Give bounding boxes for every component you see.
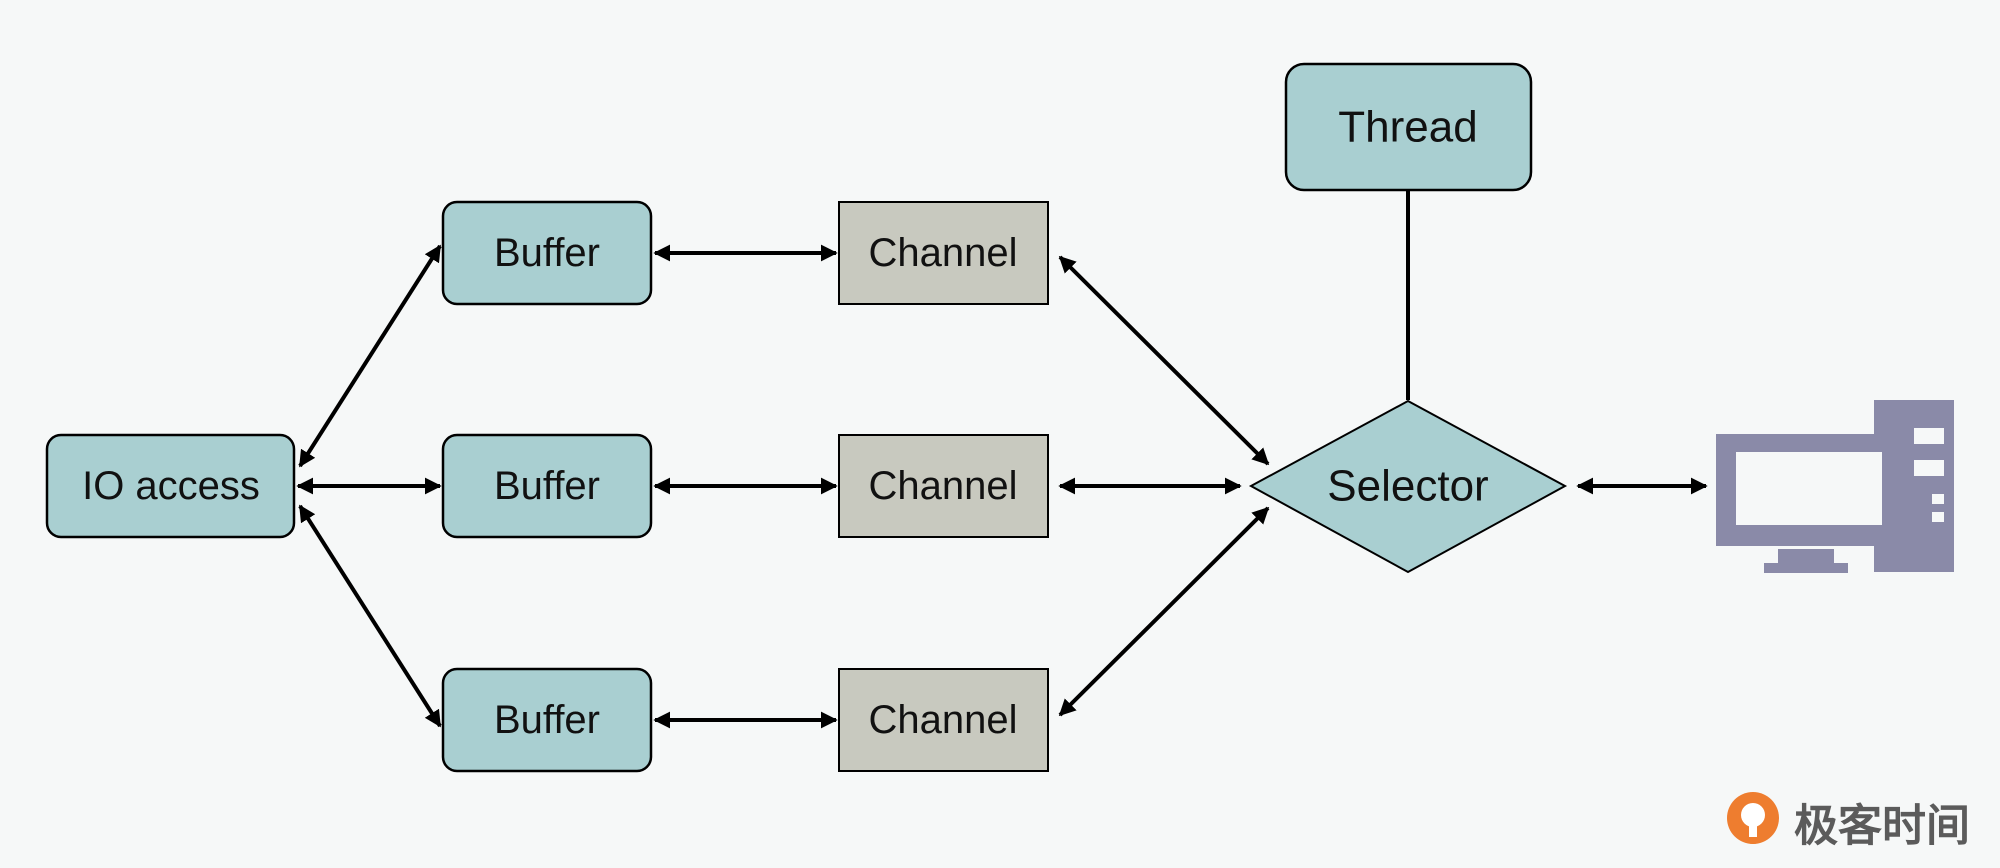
buffer-node-bottom: Buffer xyxy=(441,667,653,773)
arrow-channel-bottom-selector xyxy=(1058,506,1270,717)
buffer-node-middle: Buffer xyxy=(441,433,653,539)
io-access-node: IO access xyxy=(45,433,296,539)
channel-node-bottom: Channel xyxy=(838,668,1049,772)
buffer-bottom-label: Buffer xyxy=(494,698,600,742)
channel-top-label: Channel xyxy=(868,231,1017,275)
watermark-text: 极客时间 xyxy=(1794,801,1970,852)
geektime-watermark: 极客时间 xyxy=(1727,792,1970,852)
buffer-top-label: Buffer xyxy=(494,231,600,275)
selector-node: Selector xyxy=(1248,399,1568,574)
channel-bottom-label: Channel xyxy=(868,698,1017,742)
arrow-io-buffer-bottom xyxy=(298,504,442,728)
geektime-logo-icon xyxy=(1727,792,1779,844)
buffer-node-top: Buffer xyxy=(441,200,653,306)
io-access-label: IO access xyxy=(82,464,260,508)
selector-label: Selector xyxy=(1327,462,1488,511)
channel-node-middle: Channel xyxy=(838,434,1049,538)
thread-label: Thread xyxy=(1338,103,1477,152)
arrow-io-buffer-top xyxy=(298,244,442,468)
channel-node-top: Channel xyxy=(838,201,1049,305)
arrow-channel-top-selector xyxy=(1058,255,1270,466)
channel-middle-label: Channel xyxy=(868,464,1017,508)
desktop-computer-icon xyxy=(1716,400,1954,573)
thread-node: Thread xyxy=(1284,62,1533,192)
buffer-middle-label: Buffer xyxy=(494,464,600,508)
